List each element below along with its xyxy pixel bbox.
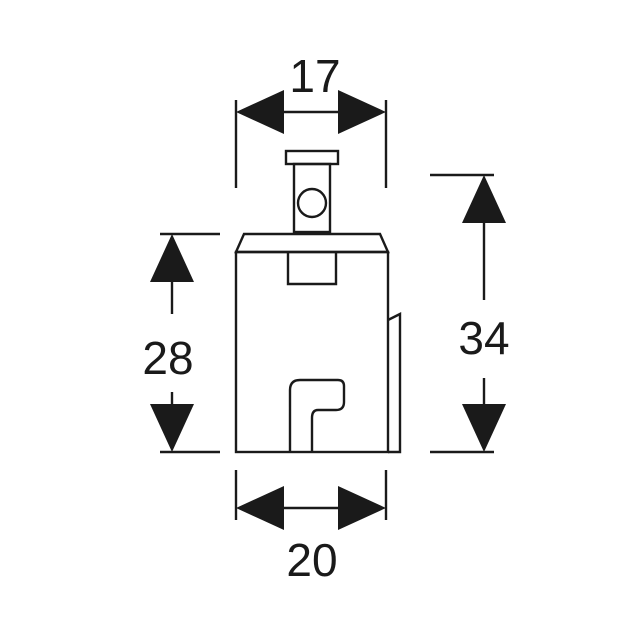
arrowhead-bottom-right bbox=[338, 486, 386, 530]
dimension-right-height: 34 bbox=[430, 173, 510, 454]
dimension-left-height: 28 bbox=[142, 232, 220, 454]
arrowhead-bottom-left bbox=[236, 486, 284, 530]
arrowhead-top-right bbox=[338, 90, 386, 134]
dimension-label-34: 34 bbox=[458, 312, 509, 364]
dimension-label-28: 28 bbox=[142, 332, 193, 384]
arrowhead-top-left bbox=[236, 90, 284, 134]
screw-hole bbox=[296, 187, 328, 219]
side-tab bbox=[387, 312, 402, 454]
arrowhead-right-bottom bbox=[462, 404, 506, 452]
arrowhead-left-top bbox=[150, 234, 194, 282]
top-slot bbox=[286, 252, 338, 286]
screw-head bbox=[284, 149, 340, 166]
dimension-label-17: 17 bbox=[289, 50, 340, 102]
dimension-bottom-width: 20 bbox=[234, 470, 388, 586]
arrowhead-left-bottom bbox=[150, 404, 194, 452]
dimension-label-20: 20 bbox=[286, 534, 337, 586]
hook-latch bbox=[288, 378, 346, 452]
top-plate bbox=[234, 232, 390, 254]
dimension-top-width: 17 bbox=[234, 50, 388, 188]
screw-post bbox=[292, 162, 332, 234]
arrowhead-right-top bbox=[462, 175, 506, 223]
connector-body bbox=[234, 149, 402, 454]
